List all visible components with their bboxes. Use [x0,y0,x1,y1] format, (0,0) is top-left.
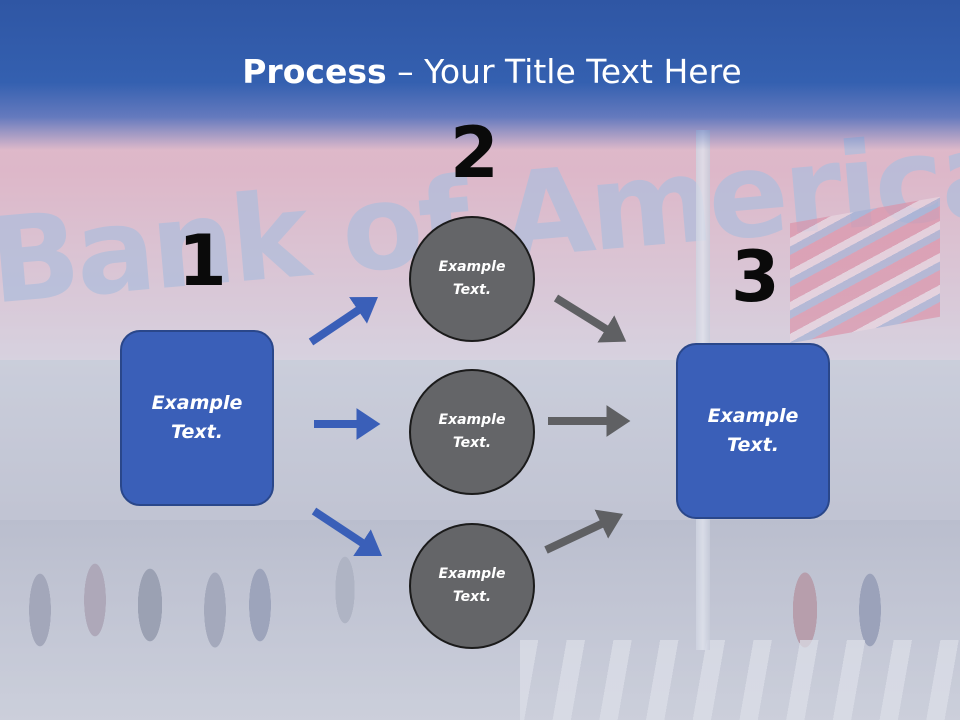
step-number-1: 1 [178,220,227,302]
arrow-to-circle-3 [311,507,383,557]
step-number-2: 2 [450,112,499,194]
end-box-line1: Example [707,405,799,427]
slide-title: Process – Your Title Text Here [0,52,960,91]
circle-3-line1: Example [438,566,506,582]
start-box-line1: Example [151,392,243,414]
end-box-line2: Text. [727,434,779,456]
arrow-from-circle-1 [553,294,627,343]
circle-2-line2: Text. [452,435,492,451]
circle-1-line1: Example [438,259,506,275]
circle-2-line1: Example [438,412,506,428]
circle-3-line2: Text. [452,589,492,605]
title-bar [0,0,960,150]
arrow-from-circle-3 [544,509,624,554]
title-bold: Process [242,52,387,91]
title-rest: – Your Title Text Here [386,52,742,91]
start-box-line2: Text. [171,421,223,443]
circle-1-line2: Text. [452,282,492,298]
arrow-to-circle-1 [308,296,378,346]
step-number-3: 3 [731,236,780,318]
